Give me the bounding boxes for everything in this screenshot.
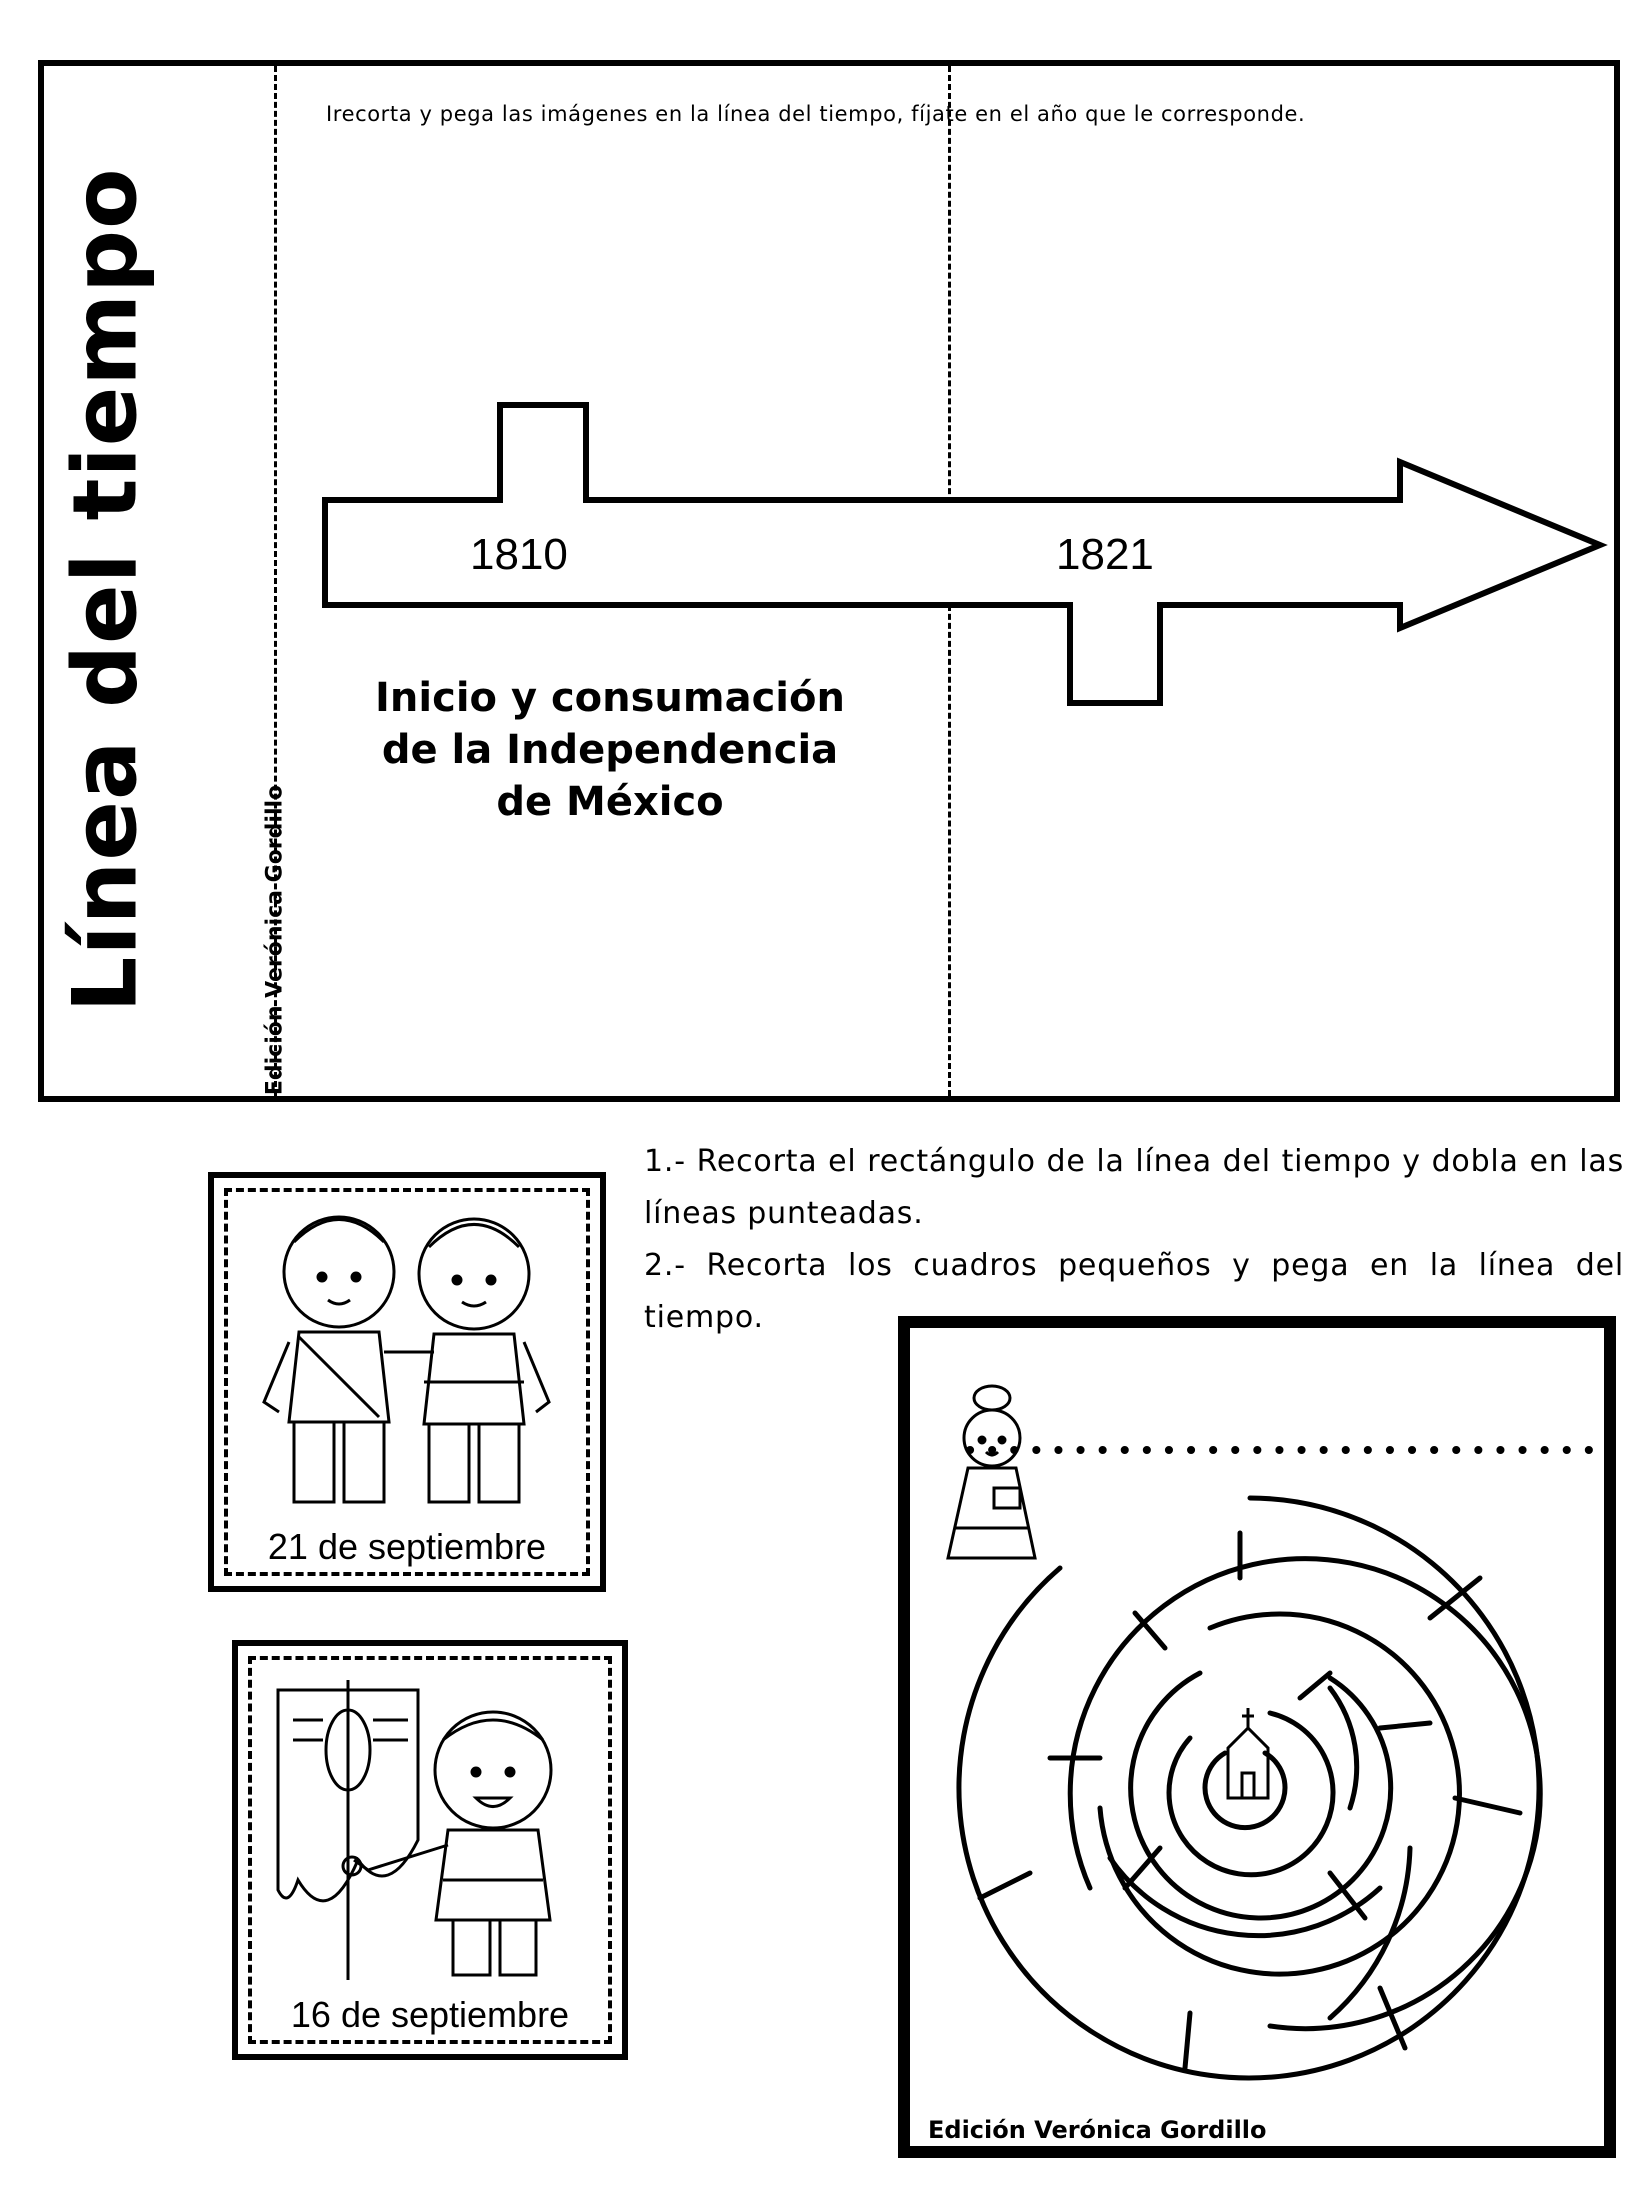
card-16-septiembre: 16 de septiembre	[232, 1640, 628, 2060]
heading-line-2: de la Independencia	[381, 727, 839, 773]
heading-line-3: de México	[496, 779, 724, 825]
card-cut-line	[248, 1656, 612, 2044]
instruction-step-2: 2.- Recorta los cuadros pequeños y pega …	[644, 1248, 1624, 1335]
year-end-label: 1821	[1056, 530, 1154, 579]
top-instruction: Irecorta y pega las imágenes en la línea…	[326, 102, 1306, 126]
timeline-arrow	[322, 402, 1608, 706]
year-start-label: 1810	[470, 530, 568, 579]
card-cut-line	[224, 1188, 590, 1576]
card-caption: 21 de septiembre	[267, 1526, 547, 1567]
instruction-step-1: 1.- Recorta el rectángulo de la línea de…	[644, 1144, 1624, 1231]
maze-edition-credit: Edición Verónica Gordillo	[928, 2116, 1267, 2144]
two-heroes-illustration	[262, 1215, 551, 1504]
fold-line-left	[274, 66, 277, 1096]
girl-illustration	[946, 1384, 1037, 1560]
card-caption: 16 de septiembre	[290, 1994, 570, 2035]
vertical-title: Línea del tiempo	[53, 167, 157, 1013]
heading-line-1: Inicio y consumación	[375, 675, 845, 721]
priest-with-banner-illustration	[276, 1680, 553, 1980]
maze-card	[898, 1316, 1616, 2158]
church-icon	[1226, 1708, 1270, 1800]
card-21-septiembre: 21 de septiembre	[208, 1172, 606, 1592]
circular-maze	[946, 1384, 1604, 2081]
edition-credit-vertical: Edición Verónica Gordillo	[262, 784, 288, 1096]
timeline-heading: Inicio y consumación de la Independencia…	[330, 672, 890, 828]
